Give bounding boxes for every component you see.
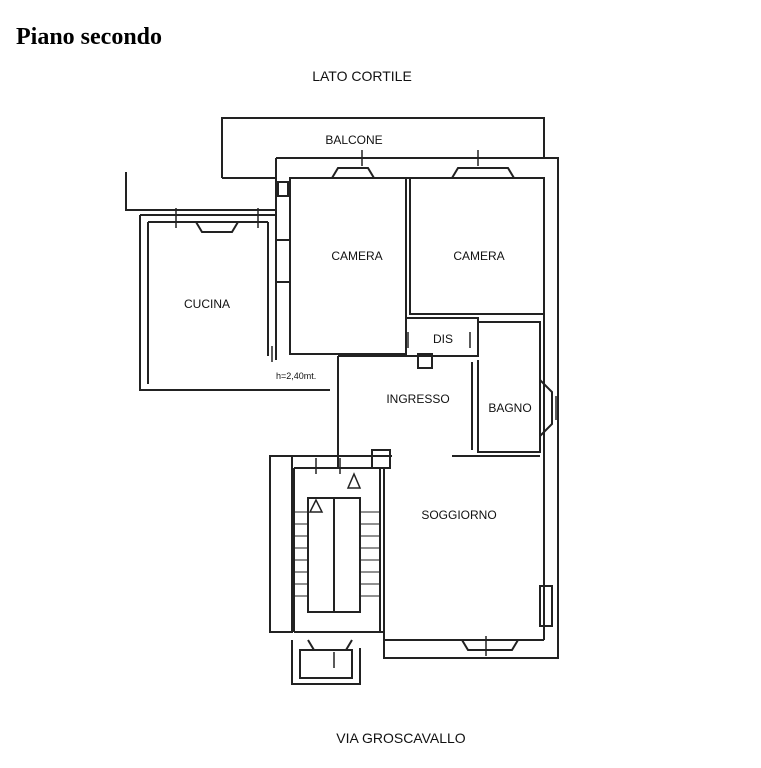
camera-right-walls	[409, 177, 545, 315]
label-via: VIA GROSCAVALLO	[336, 730, 466, 746]
label-lato-cortile: LATO CORTILE	[312, 68, 412, 84]
camera-left-walls	[289, 177, 407, 355]
dis-walls	[338, 317, 479, 357]
balcony-left-ledge	[125, 172, 277, 211]
bagno-walls	[477, 321, 541, 453]
label-camera-left: CAMERA	[331, 249, 382, 263]
kitchen-wall	[139, 215, 330, 391]
page-title: Piano secondo	[16, 24, 163, 50]
label-dis: DIS	[433, 332, 453, 346]
label-camera-right: CAMERA	[453, 249, 504, 263]
balcony-outline	[221, 117, 545, 178]
label-height-note: h=2,40mt.	[276, 371, 316, 381]
label-cucina: CUCINA	[184, 297, 230, 311]
label-balcone: BALCONE	[325, 133, 382, 147]
label-ingresso: INGRESSO	[386, 392, 449, 406]
stairwell	[269, 455, 293, 633]
label-soggiorno: SOGGIORNO	[421, 508, 496, 522]
outer-wall	[276, 157, 559, 659]
label-bagno: BAGNO	[488, 401, 531, 415]
